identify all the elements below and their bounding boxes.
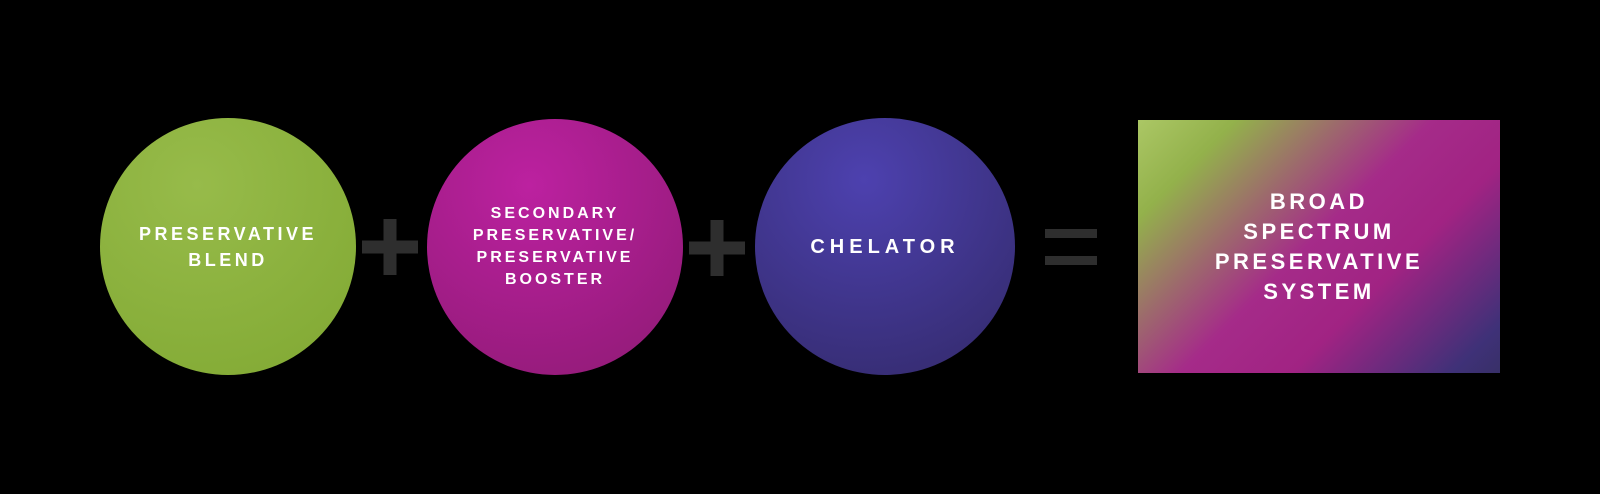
equals-icon [1045,229,1097,265]
preservative-blend-label: PRESERVATIVE BLEND [138,223,318,270]
plus-icon [362,219,418,275]
broad-spectrum-result-box: BROAD SPECTRUM PRESERVATIVE SYSTEM [1138,120,1500,373]
broad-spectrum-result-label: BROAD SPECTRUM PRESERVATIVE SYSTEM [1214,188,1424,304]
plus-icon [689,220,745,276]
chelator-circle: CHELATOR [755,118,1015,375]
secondary-preservative-circle: SECONDARY PRESERVATIVE/ PRESERVATIVE BOO… [427,119,683,375]
chelator-label: CHELATOR [810,235,960,258]
secondary-preservative-label: SECONDARY PRESERVATIVE/ PRESERVATIVE BOO… [472,205,638,288]
preservative-blend-circle: PRESERVATIVE BLEND [100,118,356,375]
